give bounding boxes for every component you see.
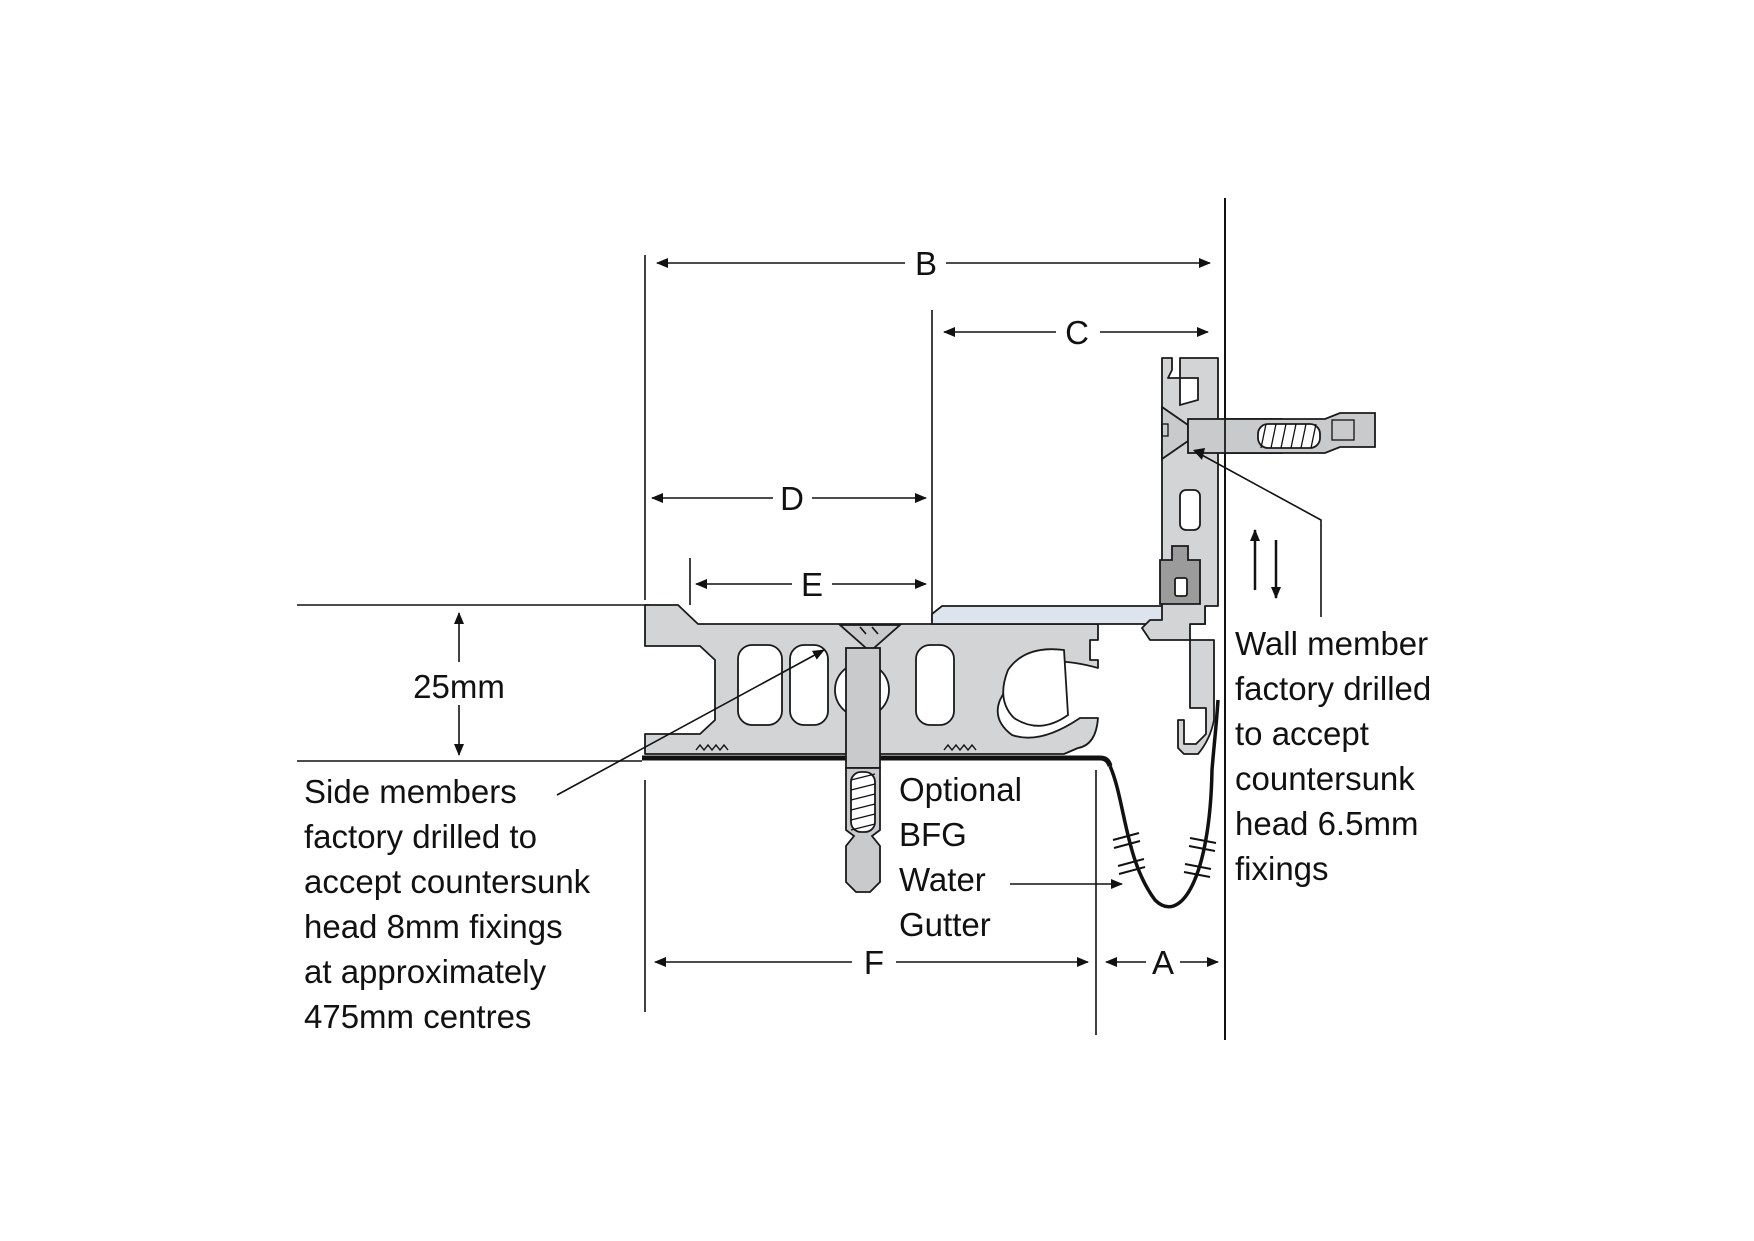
dimension-d: D (651, 480, 927, 517)
wall-member-note-line: head 6.5mm (1235, 805, 1418, 842)
gutter-note-line: Optional (899, 771, 1022, 808)
gutter-note: Optional BFG Water Gutter (899, 771, 1031, 943)
wall-member-note-line: fixings (1235, 850, 1329, 887)
side-members-note-line: at approximately (304, 953, 547, 990)
dimension-c-label: C (1065, 314, 1089, 351)
wall-member-fixing (1161, 405, 1376, 461)
wall-member-slot-2 (1179, 489, 1201, 531)
wall-member-slot-1 (1179, 377, 1199, 407)
wall-member-leader (1193, 448, 1322, 617)
gutter-clips (1112, 832, 1217, 878)
side-members-note: Side members factory drilled to accept c… (304, 773, 599, 1035)
water-gutter (1108, 699, 1220, 909)
dimension-e-label: E (801, 566, 823, 603)
dimension-d-label: D (780, 480, 804, 517)
side-member-void-4 (915, 644, 955, 726)
grip-serrations-right (943, 743, 977, 752)
side-members-note-line: head 8mm fixings (304, 908, 563, 945)
dimension-25mm-label: 25mm (413, 668, 505, 705)
dimension-a-label: A (1152, 944, 1174, 981)
wall-member-note-line: factory drilled (1235, 670, 1431, 707)
gutter-note-line: Water (899, 861, 986, 898)
gutter-note-line: Gutter (899, 906, 991, 943)
dimension-c: C (943, 314, 1209, 351)
dimension-f: F (654, 944, 1089, 981)
up-down-arrows-icon (1250, 529, 1281, 599)
extension-lines (644, 255, 1097, 1035)
substrate-line (642, 755, 1113, 767)
wall-member-note-line: countersunk (1235, 760, 1415, 797)
dimension-f-label: F (864, 944, 884, 981)
dimension-a: A (1105, 944, 1219, 981)
side-members-note-line: 475mm centres (304, 998, 531, 1035)
insert-slot (1174, 577, 1188, 597)
dimension-b-label: B (915, 245, 937, 282)
side-member-fixing (837, 624, 903, 893)
wall-member-profile (1141, 357, 1219, 755)
side-members-note-line: factory drilled to (304, 818, 537, 855)
gutter-note-line: BFG (899, 816, 967, 853)
dimension-e: E (695, 566, 927, 603)
grip-serrations-left (695, 743, 729, 752)
dimension-b: B (656, 245, 1211, 282)
side-members-note-line: accept countersunk (304, 863, 591, 900)
wall-member-note-line: Wall member (1235, 625, 1428, 662)
side-members-note-line: Side members (304, 773, 517, 810)
dimension-25mm: 25mm (413, 612, 505, 756)
side-member-void-2 (789, 644, 829, 726)
side-member-leader (556, 649, 825, 796)
wall-member-note-line: to accept (1235, 715, 1369, 752)
side-member-void-5 (1002, 648, 1069, 727)
wall-member-note: Wall member factory drilled to accept co… (1235, 625, 1440, 887)
wall-member-insert (1159, 545, 1201, 605)
